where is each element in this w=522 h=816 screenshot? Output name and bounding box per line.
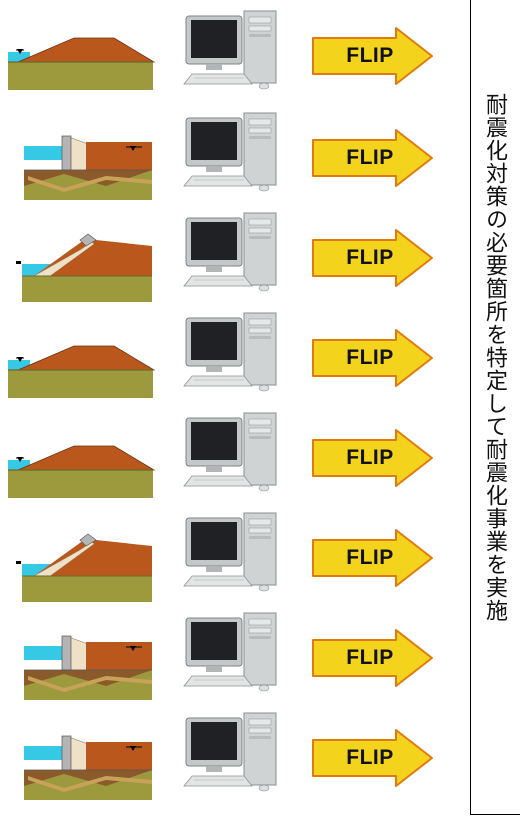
- arrow-icon: [310, 428, 436, 493]
- cross-section-diagram: [6, 528, 156, 608]
- computer-icon: [182, 610, 284, 697]
- cross-section-diagram: [6, 728, 156, 808]
- computer-icon: [182, 510, 284, 597]
- computer-icon: [182, 710, 284, 797]
- flip-label: FLIP: [346, 246, 394, 269]
- arrow-icon: [310, 328, 436, 393]
- flip-label: FLIP: [346, 646, 394, 669]
- flip-label: FLIP: [346, 546, 394, 569]
- computer-icon: [182, 410, 284, 497]
- computer-icon: [182, 210, 284, 297]
- computer-icon: [182, 8, 284, 95]
- cross-section-diagram: [6, 428, 156, 508]
- flip-label: FLIP: [346, 146, 394, 169]
- flip-label: FLIP: [346, 746, 394, 769]
- cross-section-diagram: [6, 20, 156, 100]
- arrow-icon: [310, 728, 436, 793]
- arrow-icon: [310, 128, 436, 193]
- cross-section-diagram: [6, 328, 156, 408]
- arrow-icon: [310, 228, 436, 293]
- cross-section-diagram: [6, 628, 156, 708]
- flip-label: FLIP: [346, 446, 394, 469]
- result-box: 耐震化対策の必要箇所を特定して耐震化事業を実施: [470, 0, 520, 815]
- cross-section-diagram: [6, 128, 156, 208]
- computer-icon: [182, 110, 284, 197]
- flip-label: FLIP: [346, 346, 394, 369]
- result-text: 耐震化対策の必要箇所を特定して耐震化事業を実施: [482, 93, 507, 622]
- arrow-icon: [310, 628, 436, 693]
- cross-section-diagram: [6, 228, 156, 308]
- arrow-icon: [310, 26, 436, 91]
- flip-label: FLIP: [346, 44, 394, 67]
- arrow-icon: [310, 528, 436, 593]
- computer-icon: [182, 310, 284, 397]
